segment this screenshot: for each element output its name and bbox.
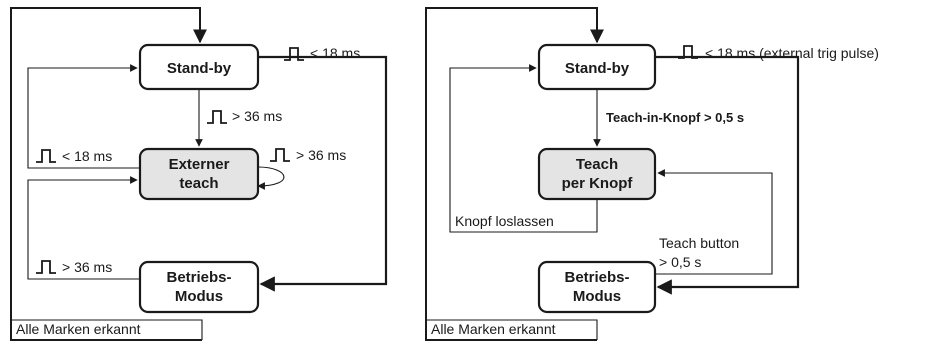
right-label-external: < 18 ms (external trig pulse)	[705, 45, 879, 61]
left-label-gt36-run: > 36 ms	[62, 259, 112, 275]
left-pulse-icon-5	[36, 260, 56, 274]
left-pulse-icon-4	[270, 148, 290, 162]
left-run-label-1: Betriebs-	[166, 269, 231, 286]
right-arrow-run-to-teach	[655, 169, 773, 275]
left-pulse-icon-1	[284, 47, 304, 61]
right-label-teach-in: Teach-in-Knopf > 0,5 s	[606, 110, 744, 125]
right-label-teach-button-1: Teach button	[659, 235, 739, 251]
right-label-teach-button-2: > 0,5 s	[659, 254, 701, 270]
right-teach-label-2: per Knopf	[562, 175, 634, 192]
left-standby-label: Stand-by	[167, 60, 232, 77]
right-diagram: Alle Marken erkannt Stand-by Teach per K…	[425, 7, 879, 341]
right-run-label-1: Betriebs-	[564, 269, 629, 286]
right-state-standby: Stand-by	[537, 43, 657, 91]
left-all-marks-label: Alle Marken erkannt	[16, 321, 141, 337]
right-state-teach-button: Teach per Knopf	[537, 147, 657, 201]
left-arrow-standby-to-run	[258, 55, 388, 292]
right-all-marks-label: Alle Marken erkannt	[431, 321, 556, 337]
left-run-label-2: Modus	[175, 288, 223, 305]
left-label-lt18: < 18 ms	[310, 45, 360, 61]
left-teach-label-2: teach	[179, 175, 218, 192]
right-pulse-icon	[678, 45, 698, 59]
right-arrow-standby-to-run	[655, 55, 800, 295]
right-outer-loop	[425, 7, 604, 341]
right-standby-label: Stand-by	[565, 60, 630, 77]
left-pulse-icon-3	[36, 149, 56, 163]
left-outer-loop	[10, 7, 207, 341]
left-label-gt36-loop: > 36 ms	[296, 147, 346, 163]
right-teach-label-1: Teach	[576, 156, 618, 173]
left-arrow-run-to-teach	[27, 176, 140, 280]
left-arrow-teach-self-loop	[257, 166, 285, 190]
left-state-external-teach: Externer teach	[138, 147, 260, 201]
left-arrow-teach-to-standby	[27, 64, 140, 169]
left-state-standby: Stand-by	[138, 43, 260, 91]
left-diagram: Alle Marken erkannt Stand-by Externer te…	[10, 7, 388, 341]
right-arrow-teach-to-standby	[449, 64, 598, 233]
left-label-gt36-down: > 36 ms	[232, 108, 282, 124]
left-label-lt18-left: < 18 ms	[62, 148, 112, 164]
left-state-run-mode: Betriebs- Modus	[138, 260, 260, 314]
left-teach-label-1: Externer	[169, 156, 230, 173]
left-all-marks-box	[11, 319, 203, 340]
right-run-label-2: Modus	[573, 288, 621, 305]
right-label-release: Knopf loslassen	[455, 213, 554, 229]
right-all-marks-box	[426, 319, 598, 340]
left-pulse-icon-2	[207, 110, 227, 124]
right-state-run-mode: Betriebs- Modus	[537, 260, 657, 314]
